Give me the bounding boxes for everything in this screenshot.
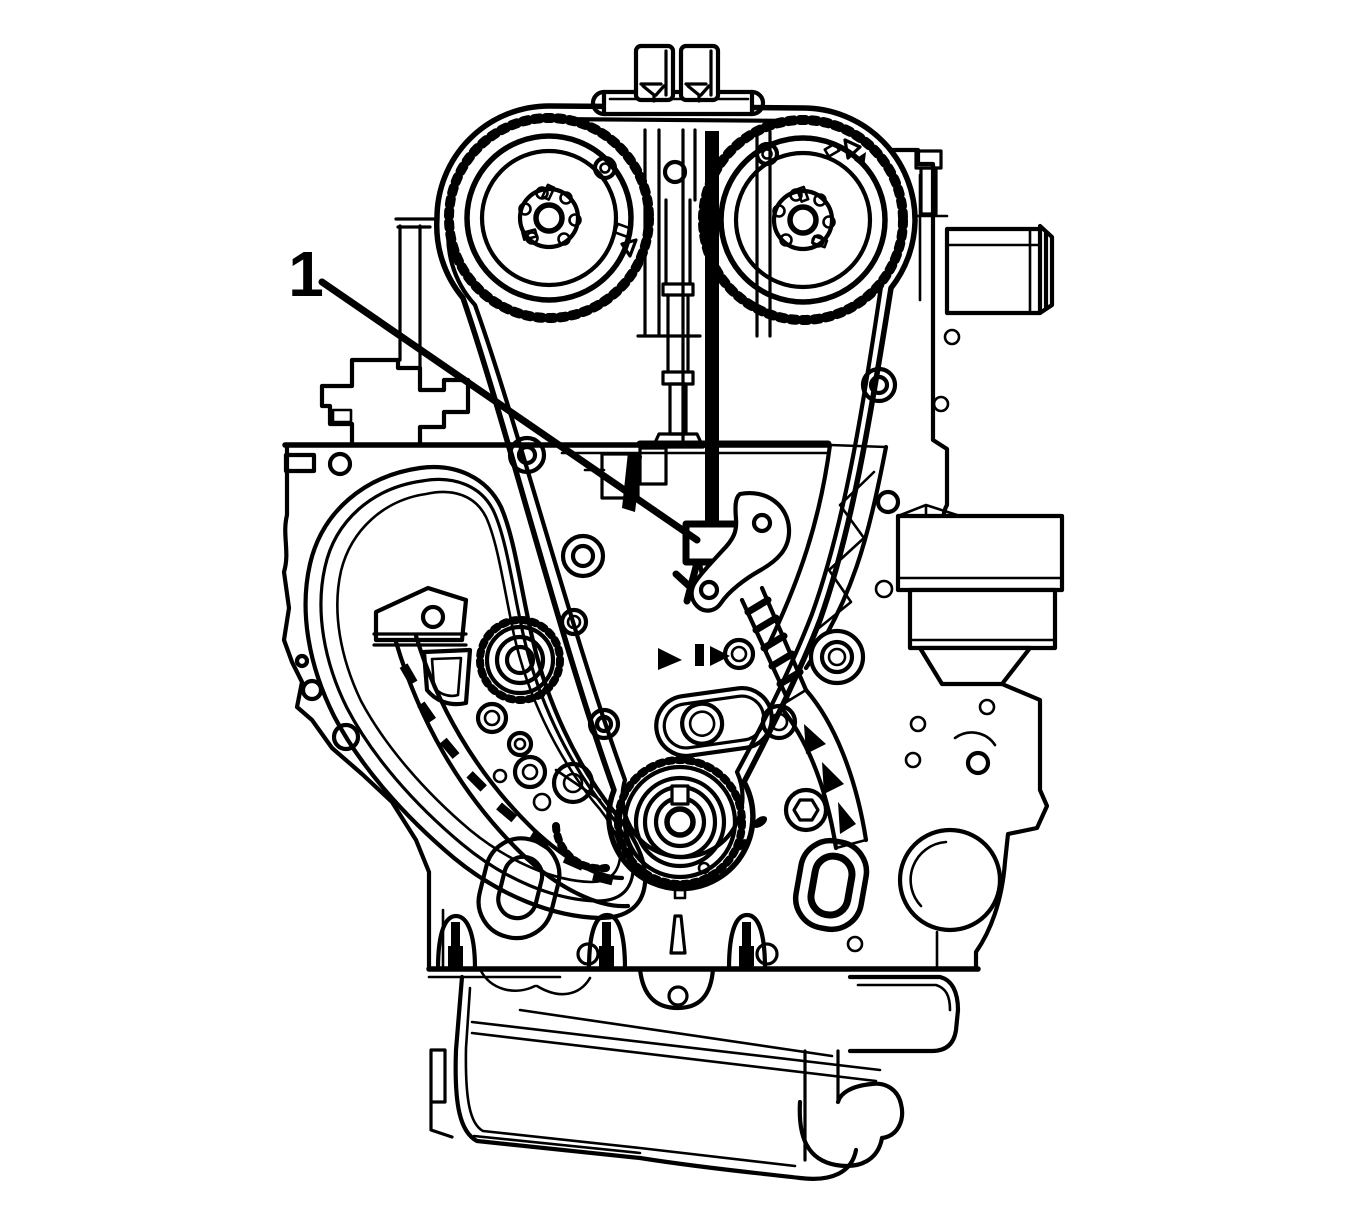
timing-mark-triangle [843,138,862,160]
pivot-plate [373,585,469,643]
oil-pump-sprocket [475,607,589,790]
callout-1: 1 [288,238,701,544]
round-boss [897,827,1003,933]
tool-block [678,43,721,103]
bolt-hole [327,451,353,477]
left-notch [283,452,317,474]
keyway [670,784,690,806]
hex-bolt [792,798,820,822]
tool-block [633,43,676,103]
bolt-hole [294,653,310,669]
left-cover-edge [281,442,432,971]
timing-mark-triangle [620,238,638,258]
engine-mount-pad [895,503,1065,687]
cam-sprocket-left [444,113,654,323]
oil-pan [429,974,961,1181]
callout-1-label: 1 [288,238,324,310]
chain-tensioner-bracket [733,687,869,851]
chain-guide-left [393,633,631,909]
flange-stud [448,922,754,970]
cam-sprocket-right [698,115,908,325]
pan-tab [429,1048,447,1104]
cover-window [421,647,473,707]
oil-pump-port [654,686,774,758]
bolt-hole [331,722,361,752]
head-center-column [636,128,832,449]
engine-block [281,147,1065,1181]
callout-leader-line [318,278,701,544]
right-block-edge [973,681,1050,972]
alignment-wedge [669,914,687,955]
timing-mark-wedge [854,152,866,168]
kidney-port-right [792,837,870,933]
chain-guide-right [763,442,889,686]
pivot-bracket [689,490,792,613]
cam-holding-tool [590,43,766,117]
left-mount-bracket [319,357,471,448]
tensioner-rod-assembly [622,131,792,613]
water-pump-outlet [916,214,1055,316]
tensioner-rod [705,131,719,526]
